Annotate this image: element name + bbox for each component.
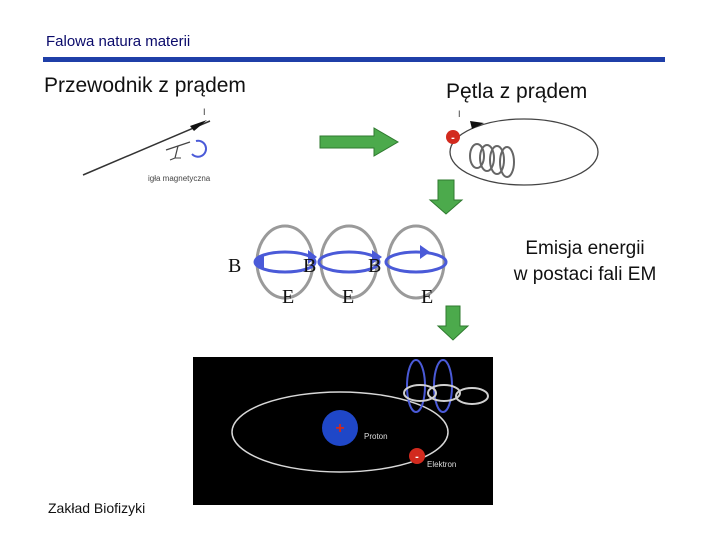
conductor-current-label: I bbox=[203, 107, 206, 117]
transition-arrow-down-1 bbox=[430, 180, 462, 214]
b-label-3: B bbox=[368, 255, 381, 277]
compass-needle-icon bbox=[166, 142, 190, 160]
em-wave-panel: B B B E E E bbox=[228, 226, 446, 308]
negative-charge-sign: - bbox=[451, 132, 455, 144]
b-loop-3 bbox=[386, 252, 446, 272]
proton-sign: + bbox=[335, 420, 344, 437]
electron-label: Elektron bbox=[427, 460, 456, 469]
transition-arrow-right bbox=[320, 128, 398, 156]
compass-caption: igła magnetyczna bbox=[148, 174, 211, 183]
current-arrow-icon bbox=[190, 120, 207, 131]
b-label-1: B bbox=[228, 255, 241, 277]
footer-credit: Zakład Biofizyki bbox=[48, 500, 145, 516]
e-label-1: E bbox=[282, 286, 294, 308]
current-wire bbox=[83, 121, 210, 175]
loop-current-label: I bbox=[458, 109, 461, 119]
e-label-3: E bbox=[421, 286, 433, 308]
e-label-2: E bbox=[342, 286, 354, 308]
transition-arrow-down-2 bbox=[438, 306, 468, 340]
field-circulation-icon bbox=[192, 141, 206, 157]
field-coils bbox=[470, 144, 514, 177]
e-loop-3 bbox=[388, 226, 444, 298]
electron-sign: - bbox=[415, 451, 419, 463]
atom-panel: + Proton - Elektron bbox=[193, 357, 493, 505]
b-arrow-icon-4 bbox=[420, 245, 430, 259]
proton-label: Proton bbox=[364, 432, 388, 441]
conductor-panel: I igła magnetyczna bbox=[83, 107, 211, 183]
b-label-2: B bbox=[303, 255, 316, 277]
current-loop-panel: I - bbox=[446, 109, 598, 185]
